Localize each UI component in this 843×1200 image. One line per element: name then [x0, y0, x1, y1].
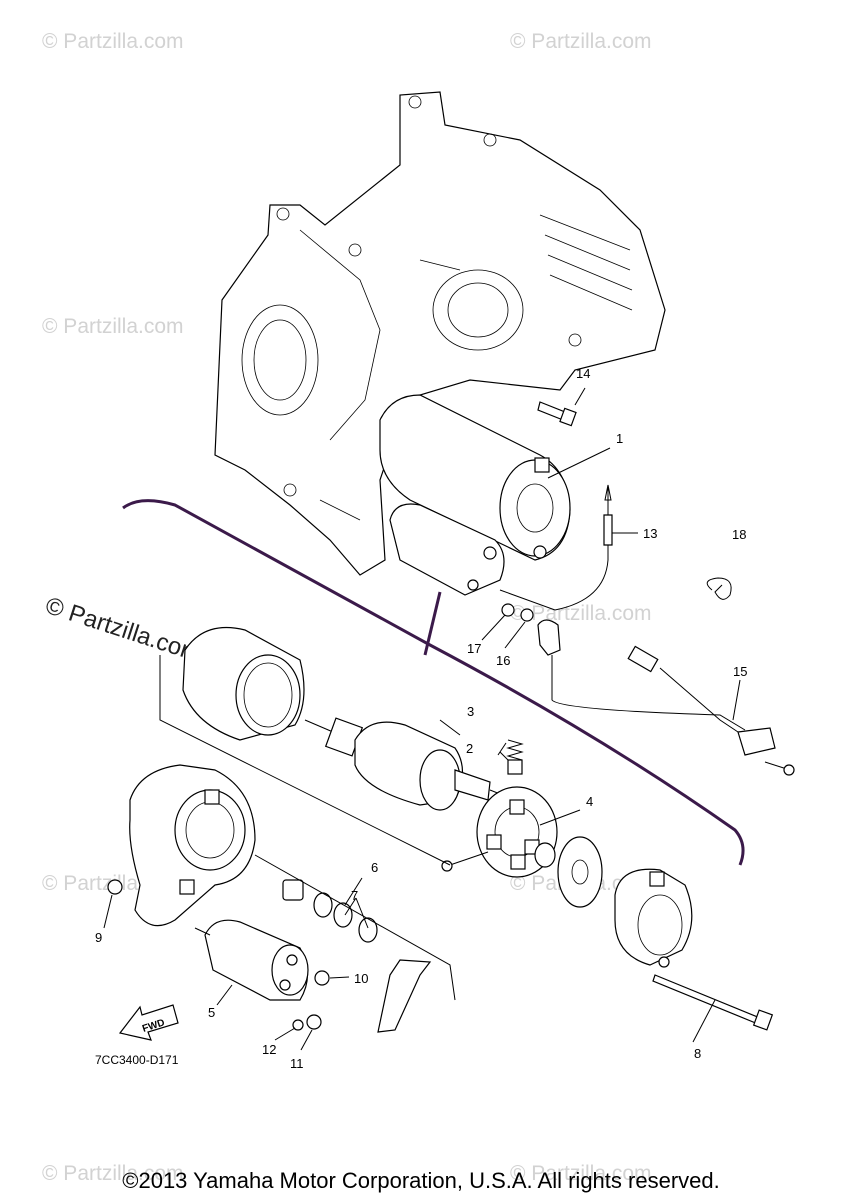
spring-3: [506, 739, 524, 761]
watermark: © Partzilla.com: [42, 30, 184, 53]
nut-11: [306, 1014, 322, 1030]
battery-cable-13: [499, 484, 613, 611]
rear-cover: [614, 868, 693, 968]
yoke-housing: [182, 626, 305, 741]
clip-18: [706, 577, 732, 600]
callout-4: 4: [586, 794, 593, 809]
washer-12: [292, 1019, 304, 1031]
callout-8: 8: [694, 1046, 701, 1061]
callout-5: 5: [208, 1005, 215, 1020]
nut-17: [501, 603, 515, 617]
brush-2: [507, 759, 523, 775]
watermark: © Partzilla.com: [510, 30, 652, 53]
washer-7b: [358, 917, 378, 943]
watermark: © Partzilla.com: [510, 1162, 652, 1185]
bolt-14: [537, 401, 577, 427]
nut-10: [314, 970, 330, 986]
callout-1: 1: [616, 431, 623, 446]
callout-15: 15: [733, 664, 747, 679]
thrust-washer: [557, 836, 603, 908]
callout-9: 9: [95, 930, 102, 945]
watermark: © Partzilla.com: [510, 602, 652, 625]
callout-6: 6: [371, 860, 378, 875]
washer-7: [333, 902, 353, 928]
callout-14: 14: [576, 366, 590, 381]
callout-18: 18: [732, 527, 746, 542]
bushing: [534, 842, 556, 868]
crankcase: [214, 91, 666, 576]
copyright-notice: ©2013 Yamaha Motor Corporation, U.S.A. A…: [122, 1168, 719, 1193]
callout-17: 17: [467, 641, 481, 656]
watermark-large: © Partzilla.com: [42, 592, 204, 668]
callout-3: 3: [467, 704, 474, 719]
spacer: [282, 879, 304, 901]
guide-line: [159, 655, 461, 1001]
nut-9: [107, 879, 123, 895]
leader-lines: [103, 387, 741, 1051]
fwd-arrow-icon: FWD: [118, 1004, 179, 1041]
solenoid-5: [194, 919, 309, 1001]
callout-13: 13: [643, 526, 657, 541]
callout-2: 2: [466, 741, 473, 756]
watermark: © Partzilla.com: [42, 315, 184, 338]
bracket-pointer: [423, 591, 442, 656]
callout-11: 11: [290, 1056, 304, 1071]
front-housing: [129, 764, 256, 927]
through-bolt-8: [652, 974, 774, 1031]
diagram-code: 7CC3400-D171: [95, 1053, 179, 1067]
shift-lever: [377, 959, 432, 1033]
watermark: © Partzilla.com: [42, 1162, 184, 1185]
lead-wire-15: [537, 619, 795, 776]
callout-7: 7: [351, 888, 358, 903]
callout-10: 10: [354, 971, 368, 986]
armature: [304, 717, 511, 811]
callouts: 1 2 3 4 5 6 7 8 9 10 11 12 13 14 15 16 1…: [95, 366, 747, 1071]
callout-16: 16: [496, 653, 510, 668]
explode-bracket: [122, 499, 745, 866]
callout-12: 12: [262, 1042, 276, 1057]
starter-motor-assembled: [379, 394, 571, 596]
washer-16: [520, 608, 534, 622]
